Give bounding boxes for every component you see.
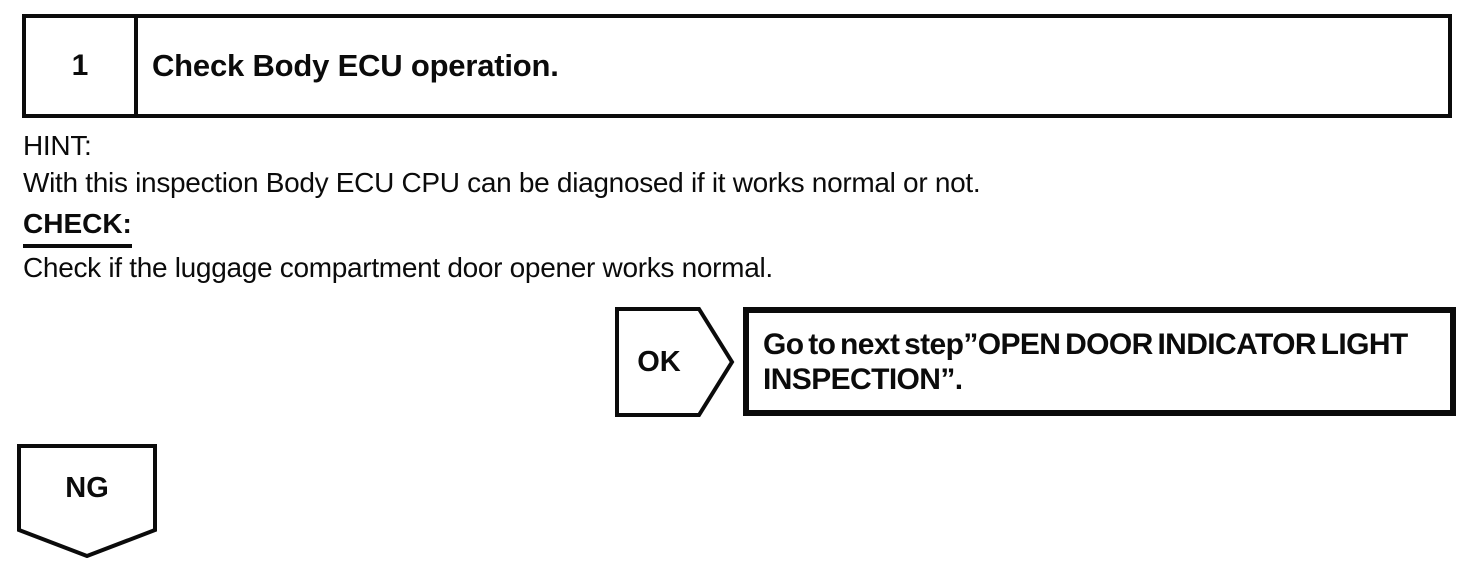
ng-arrow-icon: [17, 444, 157, 558]
ok-result-line2: INSPECTION”.: [763, 362, 963, 396]
step-number: 1: [71, 49, 89, 82]
hint-label: HINT:: [23, 130, 92, 161]
ng-label: NG: [65, 471, 109, 504]
step-number-cell: 1: [26, 18, 138, 114]
ok-arrow-icon: [615, 307, 735, 417]
hint-text: With this inspection Body ECU CPU can be…: [23, 167, 981, 198]
check-label: CHECK:: [23, 208, 132, 248]
step-title: Check Body ECU operation.: [152, 48, 559, 83]
check-label-row: CHECK:: [23, 208, 132, 248]
ok-connector: OK: [615, 307, 735, 417]
ok-result-box: Go to next step”OPEN DOOR INDICATOR LIGH…: [743, 307, 1456, 416]
step-header-box: 1 Check Body ECU operation.: [22, 14, 1452, 118]
ok-label: OK: [637, 345, 681, 378]
check-text: Check if the luggage compartment door op…: [23, 252, 773, 283]
step-title-cell: Check Body ECU operation.: [138, 18, 1448, 114]
ng-connector: NG: [17, 444, 157, 558]
ok-result-line1: Go to next step”OPEN DOOR INDICATOR LIGH…: [763, 327, 1408, 361]
